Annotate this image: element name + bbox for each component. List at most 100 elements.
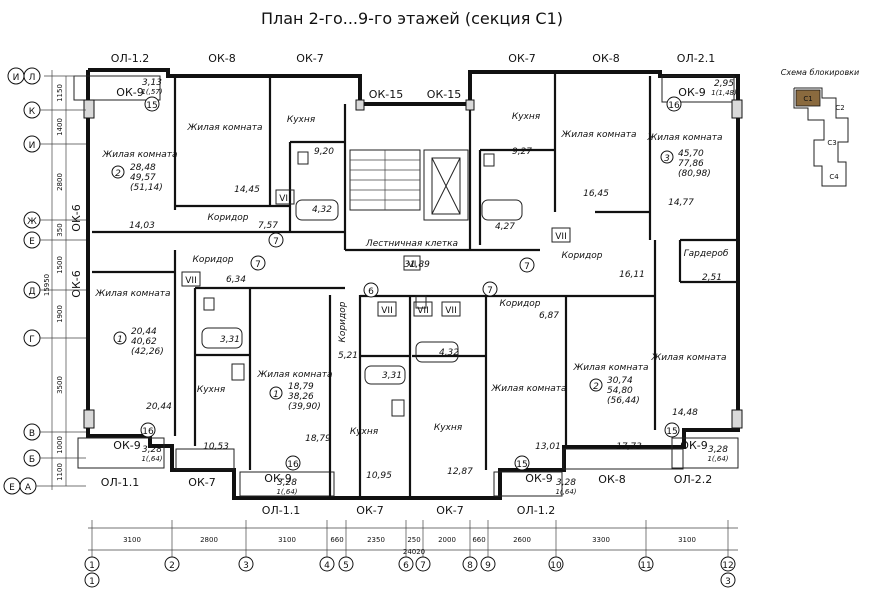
window-label: ОЛ-1.2	[111, 52, 149, 65]
scheme-section-c1-highlight	[795, 89, 821, 107]
internal-walls	[83, 72, 743, 498]
col-dim: 2000	[438, 536, 456, 544]
window-label: ОК-8	[598, 473, 625, 486]
svg-text:16: 16	[142, 427, 154, 437]
room-name: Жилая комната	[651, 353, 727, 363]
row-axis-bubble: Б	[23, 449, 41, 467]
svg-text:40,62: 40,62	[131, 337, 157, 347]
apartment-1-left: 1 20,44 40,62 (42,26)	[113, 327, 164, 357]
svg-text:Г: Г	[29, 335, 35, 345]
svg-text:10: 10	[550, 561, 562, 571]
room-area: 10,95	[366, 471, 392, 481]
room-name: Кухня	[512, 112, 541, 122]
room-area: 7,57	[258, 221, 278, 231]
zone-label: VII	[445, 306, 456, 316]
row-axes: И Л К И Ж Е Д Г В Б Е А	[3, 67, 86, 495]
window-label: ОЛ-2.1	[677, 52, 715, 65]
window-label: ОК-7	[188, 476, 215, 489]
col-axis-bubble: 9	[480, 556, 496, 572]
col-axis-bubble: 10	[548, 556, 564, 572]
svg-text:(39,90): (39,90)	[288, 402, 321, 412]
svg-text:2: 2	[593, 382, 599, 392]
room-area: 18,79	[305, 434, 331, 444]
window-label: ОК-7	[436, 504, 463, 517]
window-label: ОК-9	[678, 86, 705, 99]
row-dim: 1400	[56, 118, 64, 136]
svg-text:15: 15	[516, 460, 527, 470]
svg-text:54,80: 54,80	[607, 386, 633, 396]
room-name: Жилая комната	[102, 150, 178, 160]
room-name: Коридор	[562, 251, 603, 261]
plan-title: План 2-го...9-го этажей (секция С1)	[261, 9, 563, 28]
svg-text:(80,98): (80,98)	[678, 169, 711, 179]
balcony-area: 2,95	[714, 79, 734, 89]
zone-label: VII	[417, 306, 428, 316]
room-name: Гардероб	[684, 249, 729, 259]
balcony-area: 3,28	[708, 445, 728, 455]
apartment-3: 3 45,70 77,86 (80,98)	[660, 149, 711, 179]
zone-markers: VII VII VII VI VII VII VII	[181, 189, 571, 317]
row-axis-bubble: В	[23, 423, 41, 441]
svg-text:3: 3	[725, 577, 731, 587]
row-dim-total: 15950	[43, 274, 51, 296]
room-name: Жилая комната	[95, 289, 171, 299]
window-label: ОК-9	[680, 439, 707, 452]
row-dim: 350	[56, 223, 64, 236]
col-dim: 660	[330, 536, 343, 544]
svg-text:12: 12	[722, 561, 733, 571]
col-dim-total: 24020	[403, 548, 425, 556]
window-label: ОК-9	[264, 472, 291, 485]
room-area: 14,48	[672, 408, 698, 418]
svg-text:А: А	[25, 483, 32, 493]
window-label: ОК-7	[296, 52, 323, 65]
col-dim: 3300	[592, 536, 610, 544]
svg-text:5: 5	[343, 561, 349, 571]
svg-text:В: В	[29, 429, 35, 439]
col-axis-bubble: 3	[720, 572, 736, 588]
room-area: 3,31	[220, 335, 240, 345]
col-axis-bubble: 4	[319, 556, 335, 572]
svg-text:16: 16	[287, 460, 299, 470]
window-label: ОК-8	[208, 52, 235, 65]
col-axis-bubble: 1	[84, 556, 100, 572]
room-names: Жилая комната Кухня Жилая комната Кухня …	[95, 112, 729, 437]
svg-text:7: 7	[273, 237, 279, 247]
window-label: ОЛ-1.2	[517, 504, 555, 517]
row-axis-bubble: Л	[23, 67, 41, 85]
column-axes: 1 1 2 3 4 5 6 7 8 9 10 11 12 3	[84, 556, 736, 588]
scheme-section: С2	[835, 104, 844, 112]
room-name: Коридор	[193, 255, 234, 265]
apartment-2-left: 2 28,48 49,57 (51,14)	[111, 163, 163, 193]
svg-text:9: 9	[485, 561, 491, 571]
svg-text:15: 15	[146, 101, 157, 111]
room-area: 16,11	[619, 270, 645, 280]
row-axis-bubble: Ж	[23, 211, 41, 229]
svg-text:И: И	[29, 141, 36, 151]
room-area: 31,89	[404, 260, 430, 270]
row-axis-bubble: Д	[23, 281, 41, 299]
col-axis-bubble: 2	[164, 556, 180, 572]
row-axis-bubble: А	[19, 477, 37, 495]
svg-text:1: 1	[117, 335, 123, 345]
room-area: 5,21	[338, 351, 358, 361]
building-outline	[73, 68, 740, 500]
col-axis-bubble: 7	[415, 556, 431, 572]
zone-label: VII	[185, 276, 196, 286]
room-area: 16,45	[583, 189, 609, 199]
room-name: Коридор	[500, 299, 541, 309]
col-axis-bubble: 11	[638, 556, 654, 572]
room-area: 4,27	[495, 222, 515, 232]
svg-text:Ж: Ж	[27, 217, 37, 227]
col-dim: 2600	[513, 536, 531, 544]
row-dim: 1150	[56, 84, 64, 102]
scheme-section: С3	[827, 139, 836, 147]
room-area: 2,51	[702, 273, 722, 283]
row-axis-bubble: И	[23, 135, 41, 153]
window-label: ОЛ-2.2	[674, 473, 712, 486]
svg-text:77,86: 77,86	[678, 159, 704, 169]
balcony-area-coef: 1(,64)	[555, 488, 576, 496]
room-areas: 14,45 9,20 4,32 14,03 7,57 6,34 31,89 9,…	[129, 147, 722, 481]
room-area: 14,77	[668, 198, 694, 208]
col-dim: 3100	[123, 536, 141, 544]
col-dim: 3100	[678, 536, 696, 544]
